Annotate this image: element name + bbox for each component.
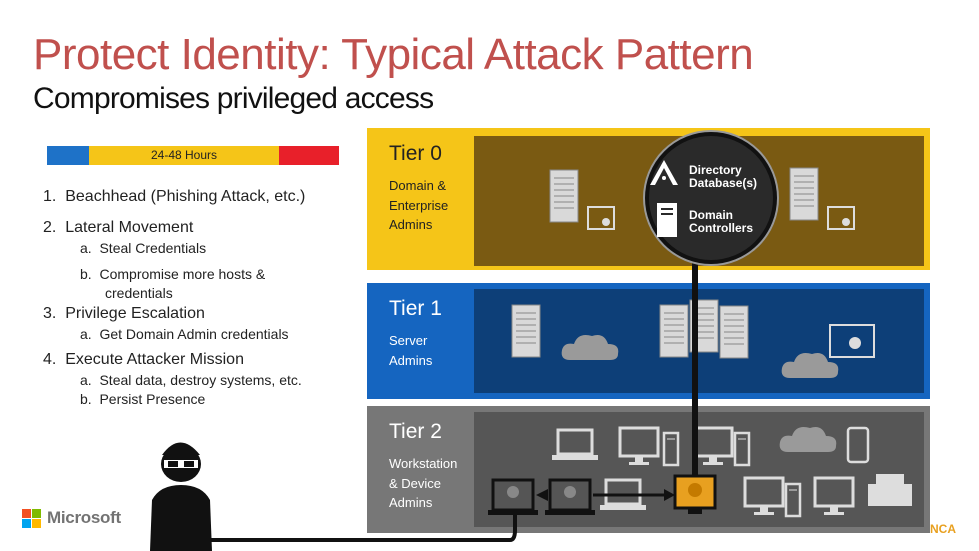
step-3: 3. Privilege Escalation	[43, 305, 205, 322]
step-2: 2. Lateral Movement	[43, 219, 194, 236]
step-2b: b. Compromise more hosts &credentials	[80, 266, 266, 301]
corner-text: NCA	[930, 522, 956, 536]
tablet-icon	[846, 426, 870, 464]
domain-controller-hub	[645, 132, 777, 264]
step-3a: a. Get Domain Admin credentials	[80, 326, 289, 342]
timeline-bar: 24-48 Hours	[47, 146, 339, 165]
gear-window-icon	[829, 324, 875, 358]
arrow-icon	[664, 489, 675, 501]
step-4b: b. Persist Presence	[80, 391, 206, 407]
tier-1-name: Tier 1	[389, 297, 442, 320]
timeline-segment-start	[47, 146, 89, 165]
tier-2-name: Tier 2	[389, 420, 442, 443]
compromised-laptop-icon	[488, 478, 538, 515]
attacker-icon	[150, 442, 212, 551]
tier-0-name: Tier 0	[389, 142, 442, 165]
step-4: 4. Execute Attacker Mission	[43, 351, 244, 368]
server-icon	[657, 203, 677, 237]
page-subtitle: Compromises privileged access	[33, 82, 434, 115]
compromised-laptop-icon	[545, 478, 595, 515]
step-4a: a. Steal data, destroy systems, etc.	[80, 372, 302, 388]
step-2a: a. Steal Credentials	[80, 240, 207, 256]
timeline-segment-end	[279, 146, 339, 165]
microsoft-logo-icon	[22, 508, 41, 528]
timeline-label: 24-48 Hours	[89, 146, 279, 165]
database-icon	[650, 160, 678, 185]
gear-window-icon	[827, 206, 855, 230]
step-1: 1. Beachhead (Phishing Attack, etc.)	[43, 188, 306, 205]
attack-path-line	[200, 515, 517, 542]
arrow-icon	[536, 489, 548, 501]
microsoft-logo: Microsoft	[22, 508, 121, 528]
printer-icon	[868, 474, 912, 506]
brand-name: Microsoft	[47, 508, 121, 527]
gear-window-icon	[587, 206, 615, 230]
page-title: Protect Identity: Typical Attack Pattern	[33, 30, 754, 79]
